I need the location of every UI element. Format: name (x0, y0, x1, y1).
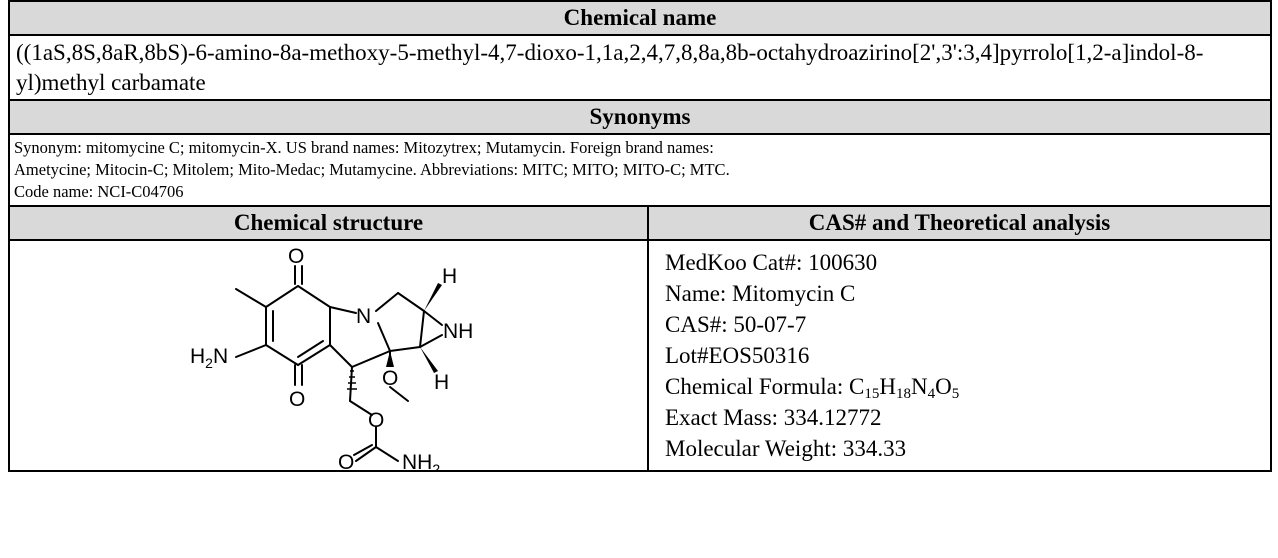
atom-label-o-methoxy: O (382, 367, 398, 390)
synonyms-line: Synonym: mitomycine C; mitomycin-X. US b… (14, 138, 714, 157)
datasheet-table: Chemical name ((1aS,8S,8aR,8bS)-6-amino-… (7, 0, 1273, 472)
synonyms-header: Synonyms (7, 99, 1273, 135)
chemical-structure-header: Chemical structure (8, 205, 649, 241)
atom-label-n: N (356, 305, 371, 328)
synonyms-line: Code name: NCI-C04706 (14, 182, 184, 201)
formula-element: C (848, 374, 865, 399)
wedge-bond (420, 347, 438, 373)
formula-label: Chemical Formula: (665, 374, 849, 399)
atom-label-o: O (289, 388, 305, 411)
datasheet: Chemical name ((1aS,8S,8aR,8bS)-6-amino-… (7, 0, 1273, 472)
molecular-weight: Molecular Weight: 334.33 (665, 436, 907, 461)
formula-count: 15 (864, 386, 880, 402)
wedge-bond (424, 283, 442, 311)
atom-label-h: H (434, 371, 449, 394)
formula-element: N (910, 374, 928, 399)
atom-label-o-carbonyl: O (338, 451, 354, 470)
chemical-formula: Chemical Formula: C15H18N4O5 (665, 371, 1264, 402)
analysis-header: CAS# and Theoretical analysis (646, 205, 1273, 241)
lot-number: Lot#EOS50316 (665, 343, 810, 368)
atom-label-nh2: NH2 (402, 451, 440, 470)
chemical-name-value: ((1aS,8S,8aR,8bS)-6-amino-8a-methoxy-5-m… (7, 34, 1273, 101)
cas-number: CAS#: 50-07-7 (665, 312, 807, 337)
synonyms-text: Synonym: mitomycine C; mitomycin-X. US b… (7, 133, 1273, 207)
formula-element: H (879, 374, 896, 399)
exact-mass: Exact Mass: 334.12772 (665, 405, 882, 430)
mitomycin-structure-drawing: O H N NH H2N O O H O O NH2 (190, 245, 473, 470)
atom-label-o: O (288, 245, 304, 268)
structure-cell: O H N NH H2N O O H O O NH2 (8, 239, 649, 472)
formula-count: 18 (895, 386, 911, 402)
atom-label-nh: NH (443, 320, 473, 343)
formula-count: 5 (951, 386, 960, 402)
atom-label-o-ester: O (368, 409, 384, 432)
cat-number: MedKoo Cat#: 100630 (665, 250, 878, 275)
compound-name: Name: Mitomycin C (665, 281, 856, 306)
synonyms-line: Ametycine; Mitocin-C; Mitolem; Mito-Meda… (14, 160, 730, 179)
atom-label-h2n: H2N (190, 345, 228, 371)
chemical-name-header: Chemical name (7, 0, 1273, 36)
formula-count: 4 (927, 386, 936, 402)
formula-element: O (935, 374, 952, 399)
wedge-bond (386, 351, 394, 367)
atom-label-h: H (442, 265, 457, 288)
analysis-cell: MedKoo Cat#: 100630 Name: Mitomycin C CA… (646, 239, 1273, 472)
